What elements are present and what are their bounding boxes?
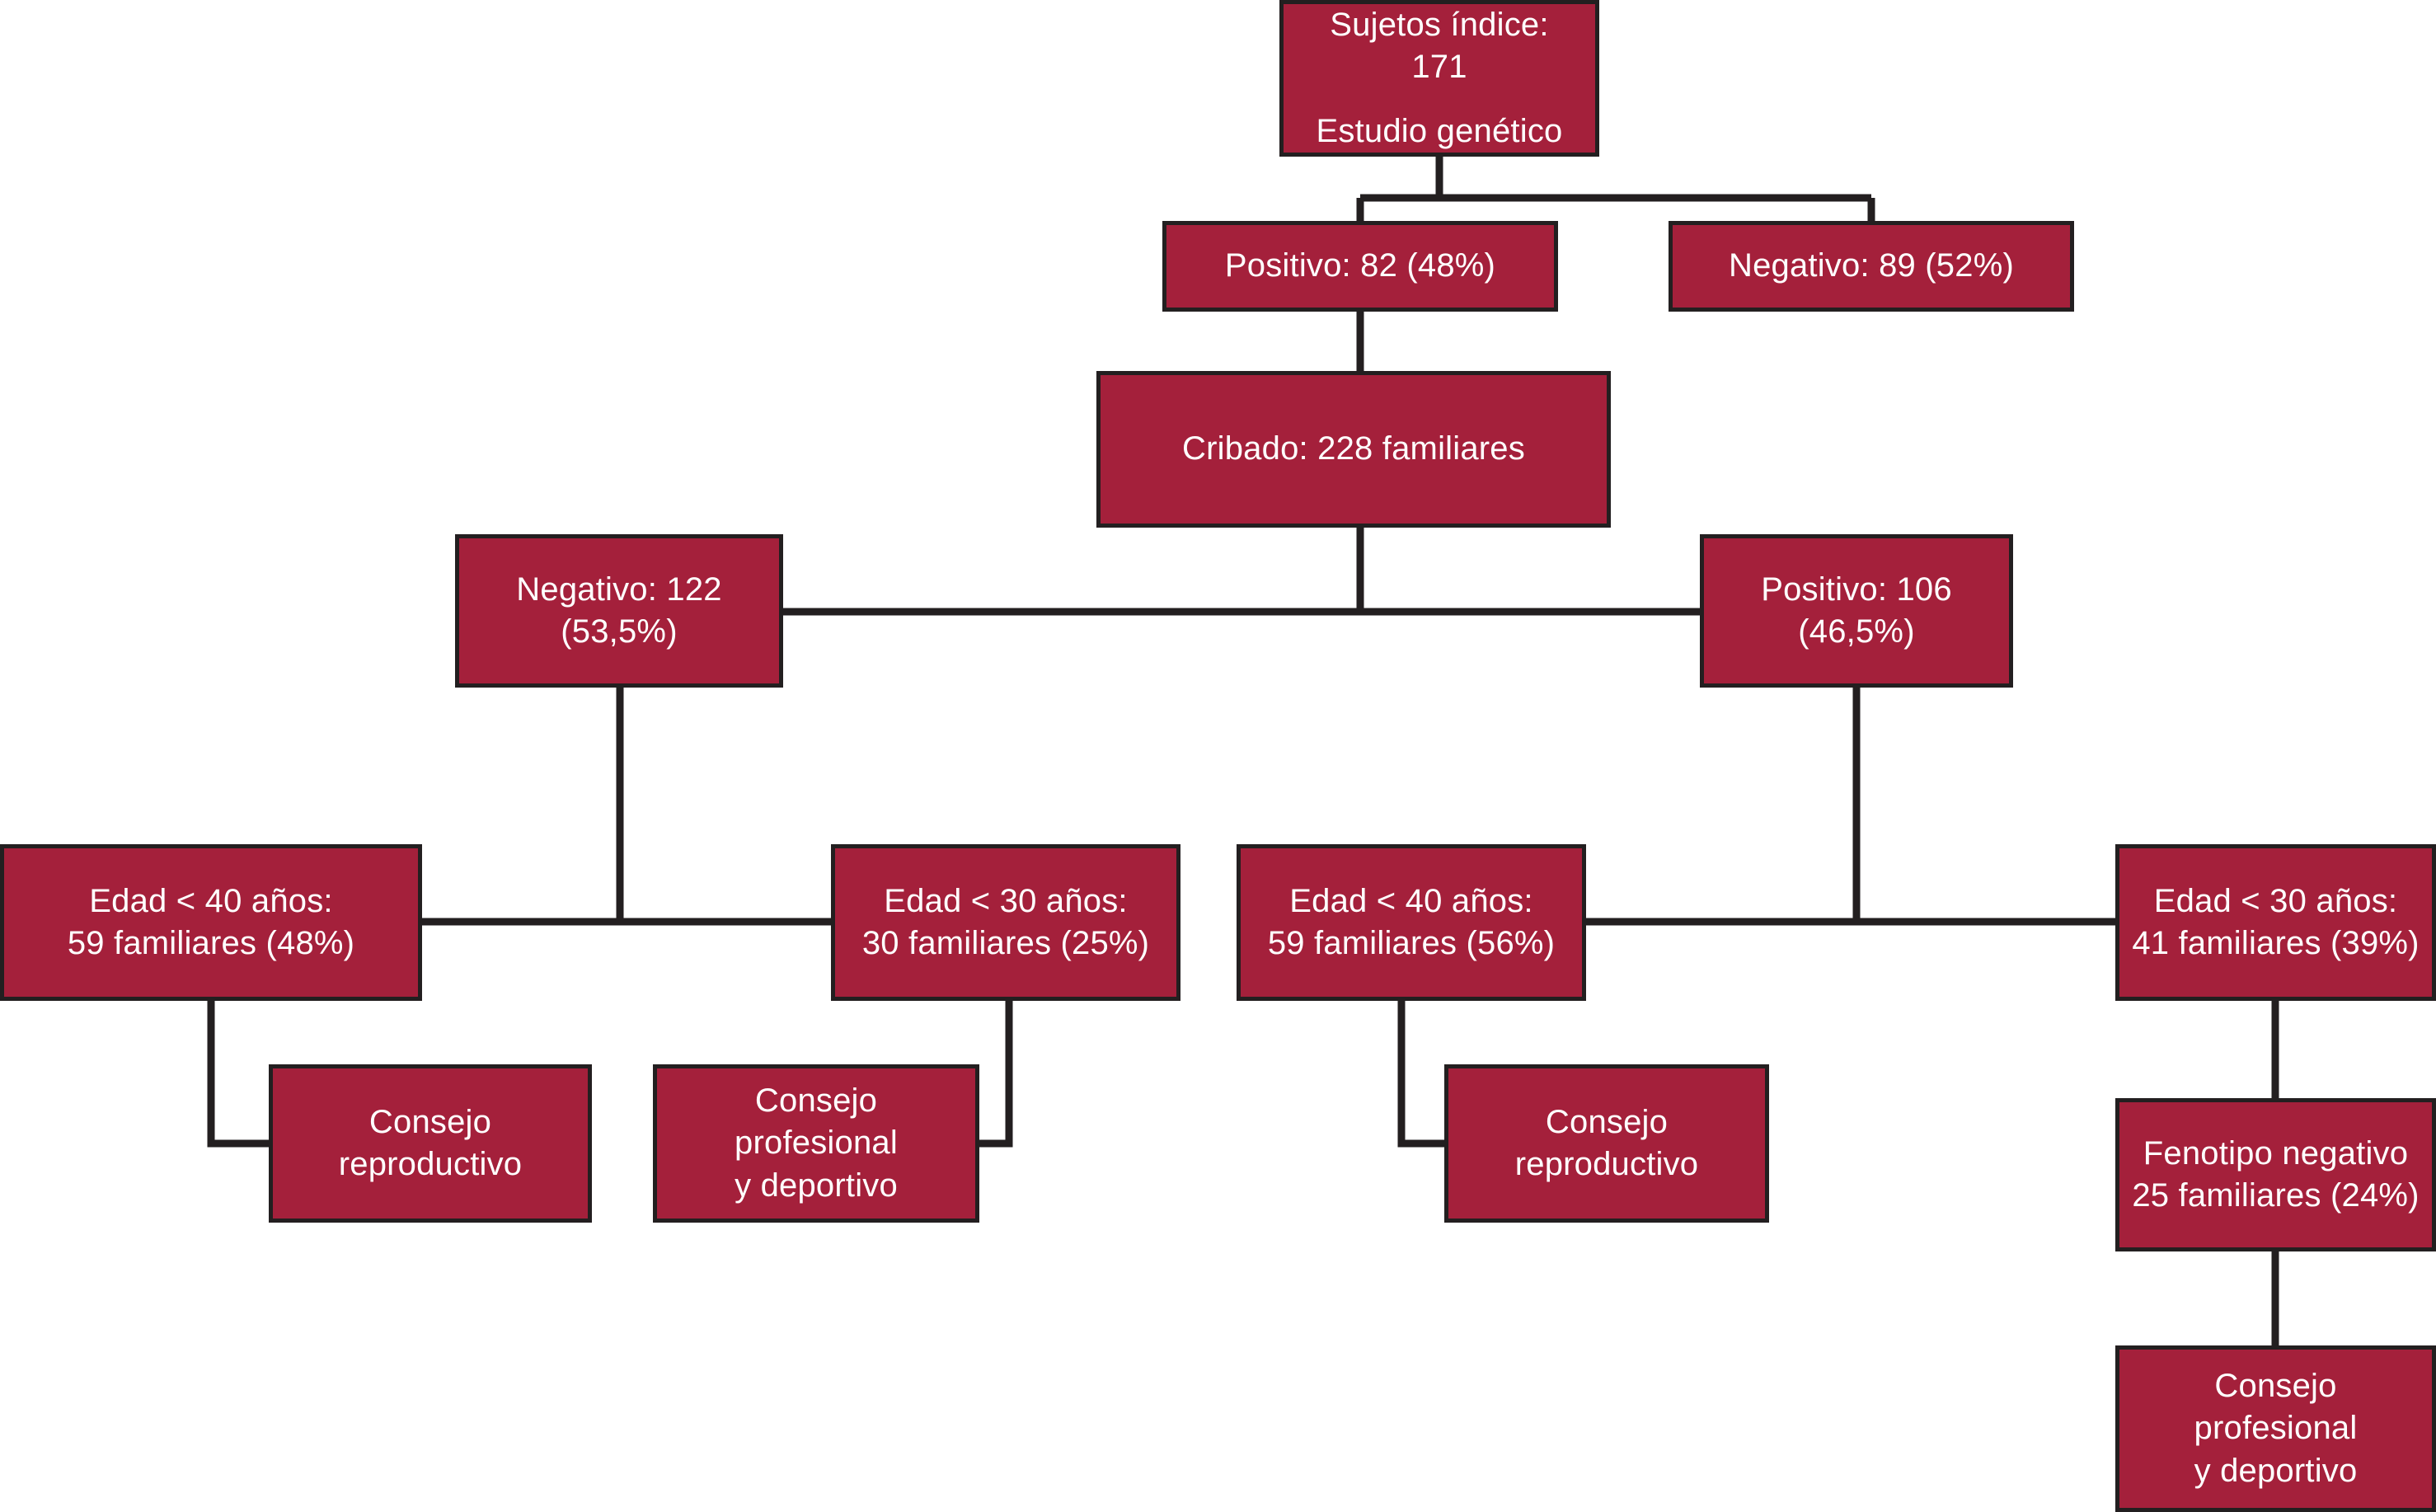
node-fenotipo-negativo[interactable]: Fenotipo negativo 25 familiares (24%) <box>2115 1098 2436 1251</box>
node-text-line: y deportivo <box>2194 1452 2358 1489</box>
node-text-line: 59 familiares (48%) <box>67 925 355 961</box>
node-genetica-positivo[interactable]: Positivo: 82 (48%) <box>1162 221 1558 312</box>
node-text-line: Edad < 30 años: <box>884 882 1128 919</box>
node-text-line: Consejo <box>1545 1103 1669 1140</box>
node-text-line: profesional <box>2194 1410 2358 1447</box>
node-consejo-reproductivo-negativo[interactable]: Consejo reproductivo <box>269 1064 592 1223</box>
node-text-line: 41 familiares (39%) <box>2132 925 2420 961</box>
node-text-line: reproductivo <box>338 1146 523 1182</box>
node-text-line: reproductivo <box>1514 1146 1699 1182</box>
node-cribado-positivo[interactable]: Positivo: 106 (46,5%) <box>1700 534 2013 688</box>
edge-pos40-to-consejo <box>1397 1001 1444 1148</box>
node-text-line: y deportivo <box>735 1167 898 1204</box>
node-text-line: Fenotipo negativo <box>2143 1134 2409 1172</box>
node-consejo-profesional-deportivo-negativo[interactable]: Consejo profesional y deportivo <box>653 1064 979 1223</box>
node-text-line: Edad < 40 años: <box>1289 882 1533 919</box>
node-positivo-edad-40[interactable]: Edad < 40 años: 59 familiares (56%) <box>1237 844 1586 1001</box>
node-text-line: (53,5%) <box>561 613 678 650</box>
node-consejo-profesional-deportivo-positivo[interactable]: Consejo profesional y deportivo <box>2115 1345 2436 1512</box>
node-text-line: Cribado: 228 familiares <box>1182 430 1525 467</box>
node-text-line: Consejo <box>2214 1368 2337 1405</box>
node-positivo-edad-30[interactable]: Edad < 30 años: 41 familiares (39%) <box>2115 844 2436 1001</box>
node-text-line: 171 <box>1411 49 1467 86</box>
node-negativo-edad-30[interactable]: Edad < 30 años: 30 familiares (25%) <box>831 844 1180 1001</box>
node-text-line: Positivo: 82 (48%) <box>1224 247 1496 284</box>
node-text-line: Consejo <box>754 1082 878 1120</box>
node-text-line: Sujetos índice: <box>1330 7 1549 43</box>
node-negativo-edad-40[interactable]: Edad < 40 años: 59 familiares (48%) <box>0 844 422 1001</box>
node-text-line: Edad < 30 años: <box>2153 882 2398 919</box>
node-text-line: 30 familiares (25%) <box>861 925 1150 961</box>
node-cribado[interactable]: Cribado: 228 familiares <box>1096 371 1611 528</box>
node-text-line: Estudio genético <box>1316 112 1563 149</box>
edge-neg30-to-consejo <box>979 1001 1013 1148</box>
node-consejo-reproductivo-positivo[interactable]: Consejo reproductivo <box>1444 1064 1769 1223</box>
node-text-line: 59 familiares (56%) <box>1267 925 1556 961</box>
node-text-line: profesional <box>735 1125 898 1162</box>
node-text-line: 25 familiares (24%) <box>2132 1177 2420 1214</box>
node-text-line: Positivo: 106 <box>1761 571 1952 608</box>
node-cribado-negativo[interactable]: Negativo: 122 (53,5%) <box>455 534 783 688</box>
node-text-line: Negativo: 122 <box>516 571 722 608</box>
node-text-line: Negativo: 89 (52%) <box>1728 247 2014 284</box>
node-text-line: (46,5%) <box>1798 613 1915 650</box>
node-genetica-negativo[interactable]: Negativo: 89 (52%) <box>1669 221 2074 312</box>
edge-neg40-to-consejo <box>207 1001 269 1148</box>
node-text-line: Edad < 40 años: <box>89 882 333 919</box>
node-text-line: Consejo <box>368 1103 492 1140</box>
